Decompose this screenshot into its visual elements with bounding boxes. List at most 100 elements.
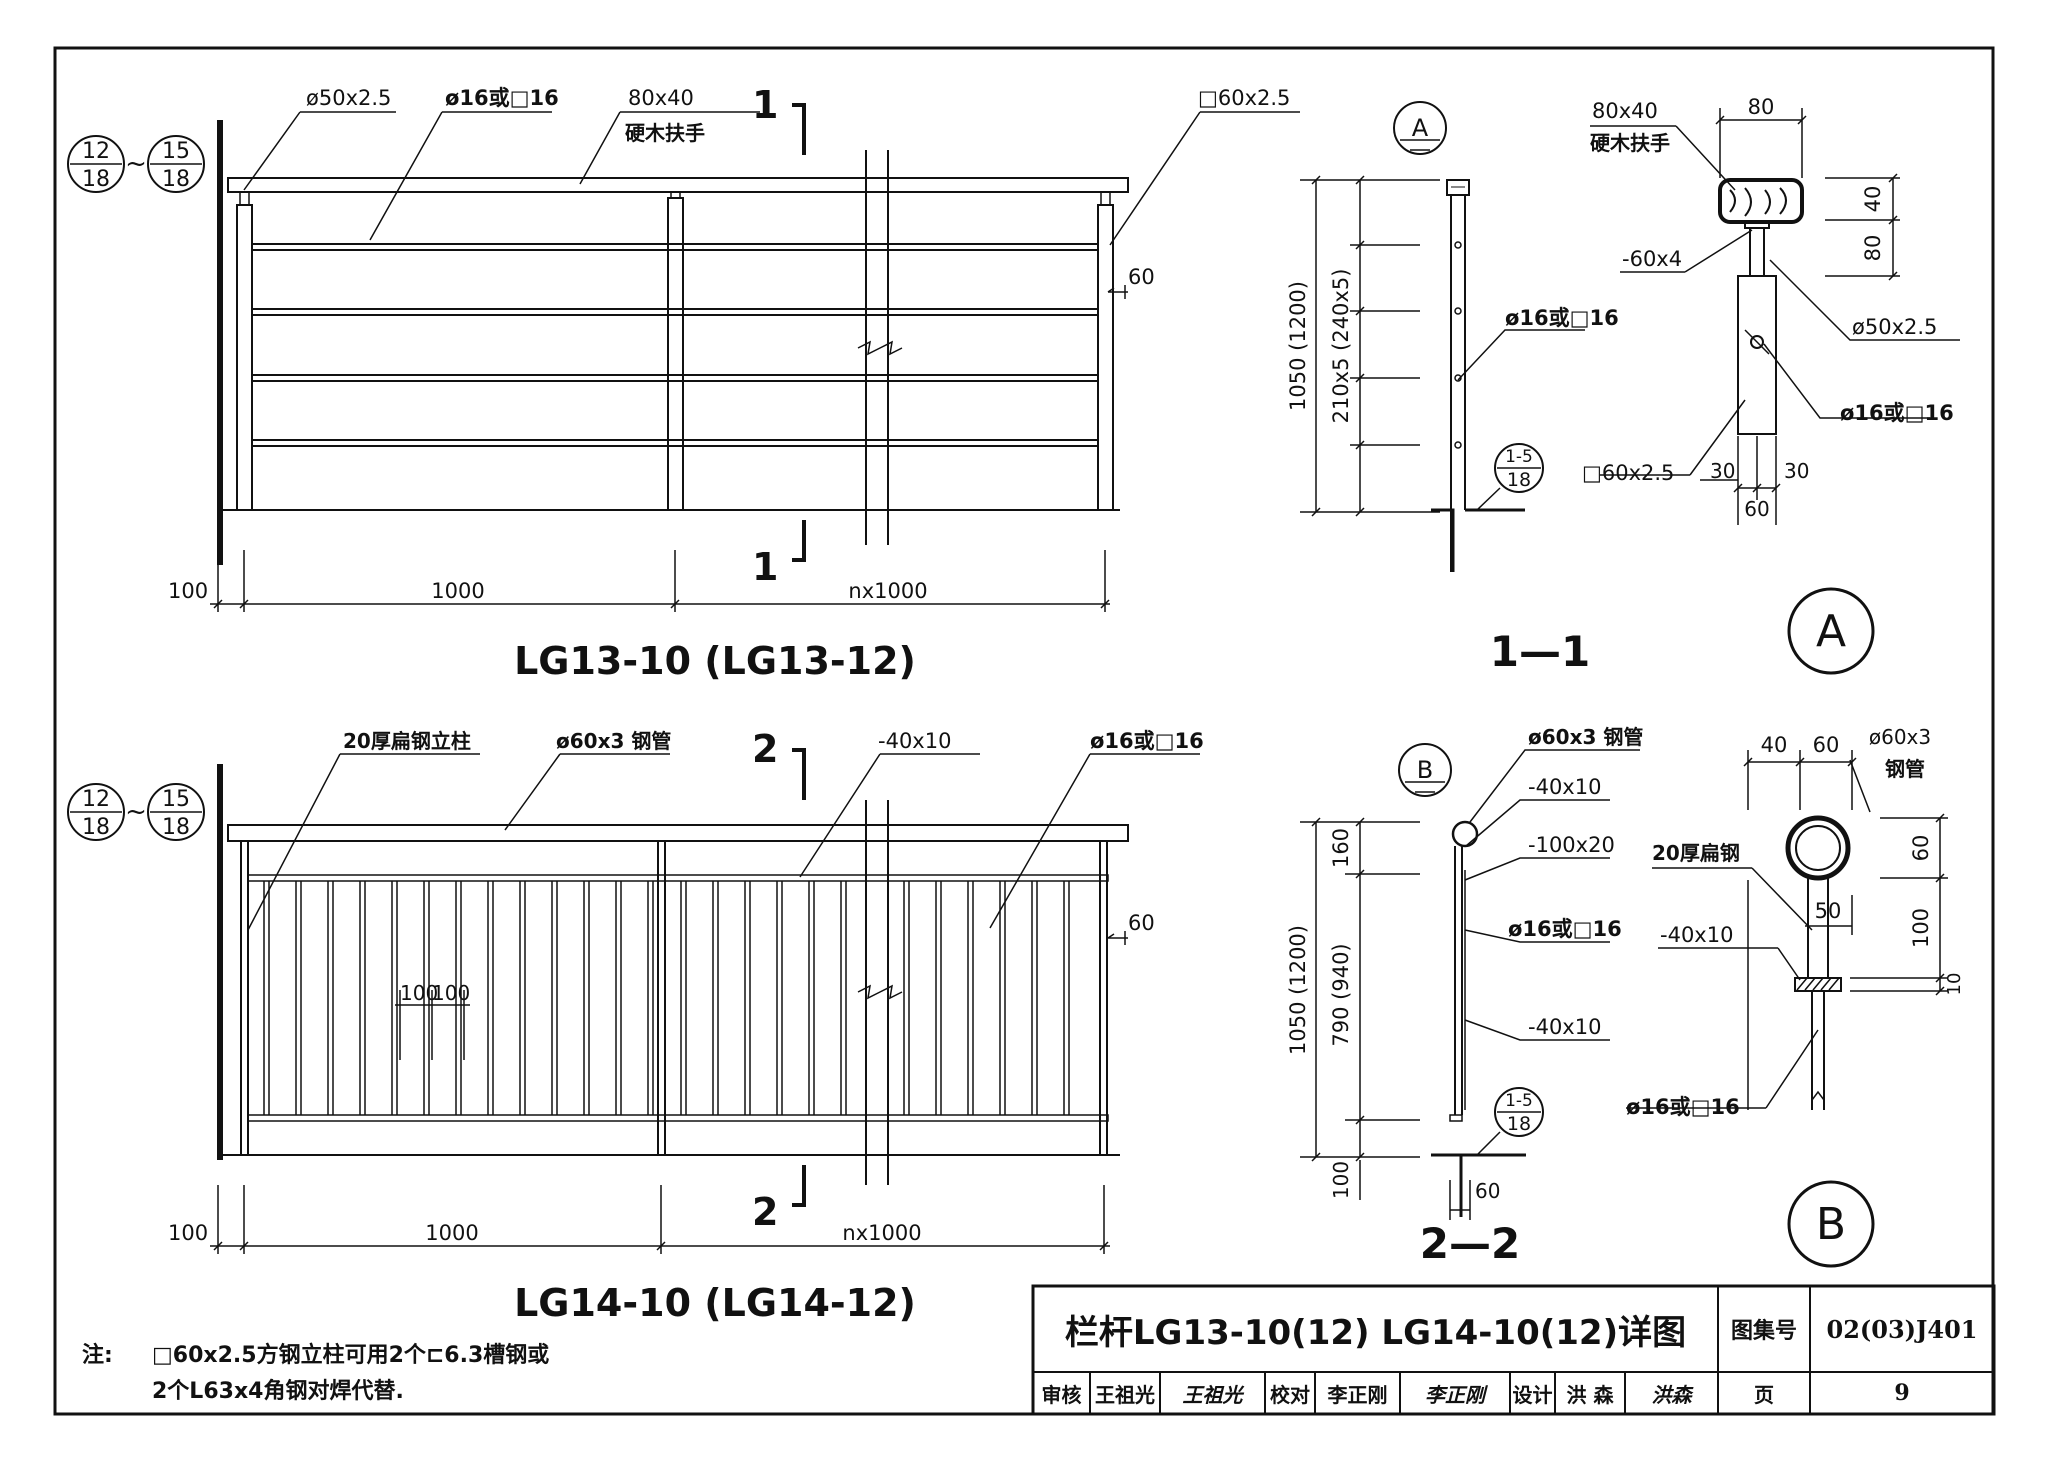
detailB-dim-40: 40 <box>1761 733 1788 757</box>
top-dim-nx1000: nx1000 <box>848 579 927 603</box>
detailB-title: B <box>1816 1199 1846 1250</box>
top-view-title: LG13-10 (LG13-12) <box>514 639 916 683</box>
detailA-callout-plate: -60x4 <box>1622 247 1682 271</box>
section2-dim-790: 790 (940) <box>1329 943 1353 1046</box>
drawing-note: 注: □60x2.5方钢立柱可用2个⊏6.3槽钢或 2个L63x4角钢对焊代替. <box>82 1338 549 1410</box>
bottom-dim-100: 100 <box>168 1221 208 1245</box>
section1-ref-bottom: 18 <box>1507 469 1531 491</box>
section2-dim-total: 1050 (1200) <box>1286 925 1310 1055</box>
bottom-ref-right-top: 15 <box>162 787 190 812</box>
top-ref-left-top: 12 <box>82 139 110 164</box>
detailB-callout-flat: 20厚扁钢 <box>1652 841 1740 865</box>
top-ref-tilde: ~ <box>125 149 147 179</box>
section-2-2 <box>1300 743 1640 1220</box>
detailA-callout-rail-material: 硬木扶手 <box>1590 131 1670 155</box>
top-callout-bar: ø16或□16 <box>445 86 559 110</box>
detailB-dim-60-side: 60 <box>1909 835 1933 862</box>
design-label: 设计 <box>1512 1382 1553 1407</box>
detailA-dim-40: 40 <box>1861 186 1885 213</box>
detailB-dim-50: 50 <box>1815 899 1842 923</box>
section2-ref-top: 1-5 <box>1505 1091 1533 1111</box>
top-dim-1000: 1000 <box>431 579 484 603</box>
designer-name: 洪 森 <box>1566 1382 1614 1407</box>
detail-A <box>1590 108 1960 675</box>
bottom-elevation <box>67 748 1200 1254</box>
top-ref-right-bottom: 18 <box>162 167 190 192</box>
bottom-spacing-100-a: 100 <box>400 981 438 1005</box>
bottom-callout-baluster: ø16或□16 <box>1090 729 1204 753</box>
section2-callout-flat-top: -40x10 <box>1528 775 1601 799</box>
section2-callout-flat-wide: -100x20 <box>1528 833 1615 857</box>
top-ref-left-bottom: 18 <box>82 167 110 192</box>
section2-dim-100: 100 <box>1329 1161 1353 1199</box>
section1-dim-total: 1050 (1200) <box>1286 281 1310 411</box>
detailA-dim-60: 60 <box>1744 497 1769 521</box>
detailB-dim-60-top: 60 <box>1813 733 1840 757</box>
detailA-dim-30b: 30 <box>1784 459 1809 483</box>
section1-dim-spacing: 210x5 (240x5) <box>1329 269 1353 424</box>
section1-letter: A <box>1412 114 1429 142</box>
top-dim-100: 100 <box>168 579 208 603</box>
top-ref-right-top: 15 <box>162 139 190 164</box>
bottom-ref-left-top: 12 <box>82 787 110 812</box>
bottom-ref-tilde: ~ <box>125 797 147 827</box>
bottom-spacing-100-b: 100 <box>432 981 470 1005</box>
section1-title: 1—1 <box>1490 627 1590 676</box>
reviewer-name: 王祖光 <box>1095 1382 1155 1407</box>
title-block-frame <box>1031 1284 1996 1416</box>
checker-signature: 李正刚 <box>1425 1382 1485 1407</box>
atlas-label: 图集号 <box>1730 1319 1797 1344</box>
designer-signature: 洪森 <box>1651 1382 1692 1407</box>
top-dim-60: 60 <box>1128 265 1155 289</box>
section2-title: 2—2 <box>1420 1219 1520 1268</box>
title-block: 栏杆LG13-10(12) LG14-10(12)详图 图集号 02(03)J4… <box>1033 1286 1994 1414</box>
reviewer-signature: 王祖光 <box>1182 1382 1243 1407</box>
bottom-dim-nx1000: nx1000 <box>842 1221 921 1245</box>
bottom-callout-pipe: ø60x3 钢管 <box>556 729 671 753</box>
detail-B <box>1626 750 1948 1268</box>
detailA-callout-pipe: ø50x2.5 <box>1852 315 1937 339</box>
drawing-title: 栏杆LG13-10(12) LG14-10(12)详图 <box>1064 1312 1687 1353</box>
detailA-title: A <box>1816 606 1846 657</box>
detailA-dim-30a: 30 <box>1710 459 1735 483</box>
checker-name: 李正刚 <box>1327 1382 1388 1407</box>
bottom-ref-left-bottom: 18 <box>82 815 110 840</box>
top-callout-post: ø50x2.5 <box>306 86 391 110</box>
bottom-dim-60: 60 <box>1128 911 1155 935</box>
detailB-callout-flat-rail: -40x10 <box>1660 923 1733 947</box>
note-label: 注: <box>82 1343 113 1368</box>
section2-dim-160: 160 <box>1329 828 1353 868</box>
review-label: 审核 <box>1041 1382 1082 1407</box>
bottom-dim-1000: 1000 <box>425 1221 478 1245</box>
top-elevation <box>67 103 1300 612</box>
bottom-callout-flat-rail: -40x10 <box>878 729 951 753</box>
section1-callout: ø16或□16 <box>1505 306 1619 330</box>
detailB-callout-pipe: ø60x3 <box>1869 725 1931 749</box>
bottom-section-mark-top: 2 <box>752 727 778 771</box>
check-label: 校对 <box>1270 1382 1310 1407</box>
page-number: 9 <box>1894 1380 1910 1406</box>
note-line-2: 2个L63x4角钢对焊代替. <box>152 1379 404 1404</box>
top-section-mark-bottom: 1 <box>752 545 778 589</box>
top-callout-rail-material: 硬木扶手 <box>625 121 705 145</box>
detailB-callout-pipe-material: 钢管 <box>1885 757 1925 781</box>
bottom-callout-flat-post: 20厚扁钢立柱 <box>343 729 471 753</box>
bottom-ref-right-bottom: 18 <box>162 815 190 840</box>
detailB-callout-baluster: ø16或□16 <box>1626 1095 1740 1119</box>
top-callout-rail-size: 80x40 <box>628 86 694 110</box>
top-callout-square-post: □60x2.5 <box>1198 86 1290 110</box>
detailA-callout-square: □60x2.5 <box>1582 461 1674 485</box>
detailA-dim-80: 80 <box>1861 235 1885 262</box>
top-section-mark-top: 1 <box>752 83 778 127</box>
section2-callout-baluster: ø16或□16 <box>1508 917 1622 941</box>
detailB-dim-10: 10 <box>1944 973 1965 996</box>
bottom-view-title: LG14-10 (LG14-12) <box>514 1281 916 1325</box>
section2-ref-bottom: 18 <box>1507 1113 1531 1135</box>
detailA-dim-width: 80 <box>1748 95 1775 119</box>
detailA-callout-bar: ø16或□16 <box>1840 401 1954 425</box>
page-label: 页 <box>1754 1382 1774 1407</box>
section1-ref-top: 1-5 <box>1505 447 1533 467</box>
section2-dim-60: 60 <box>1475 1179 1500 1203</box>
section-1-1 <box>1300 101 1585 572</box>
